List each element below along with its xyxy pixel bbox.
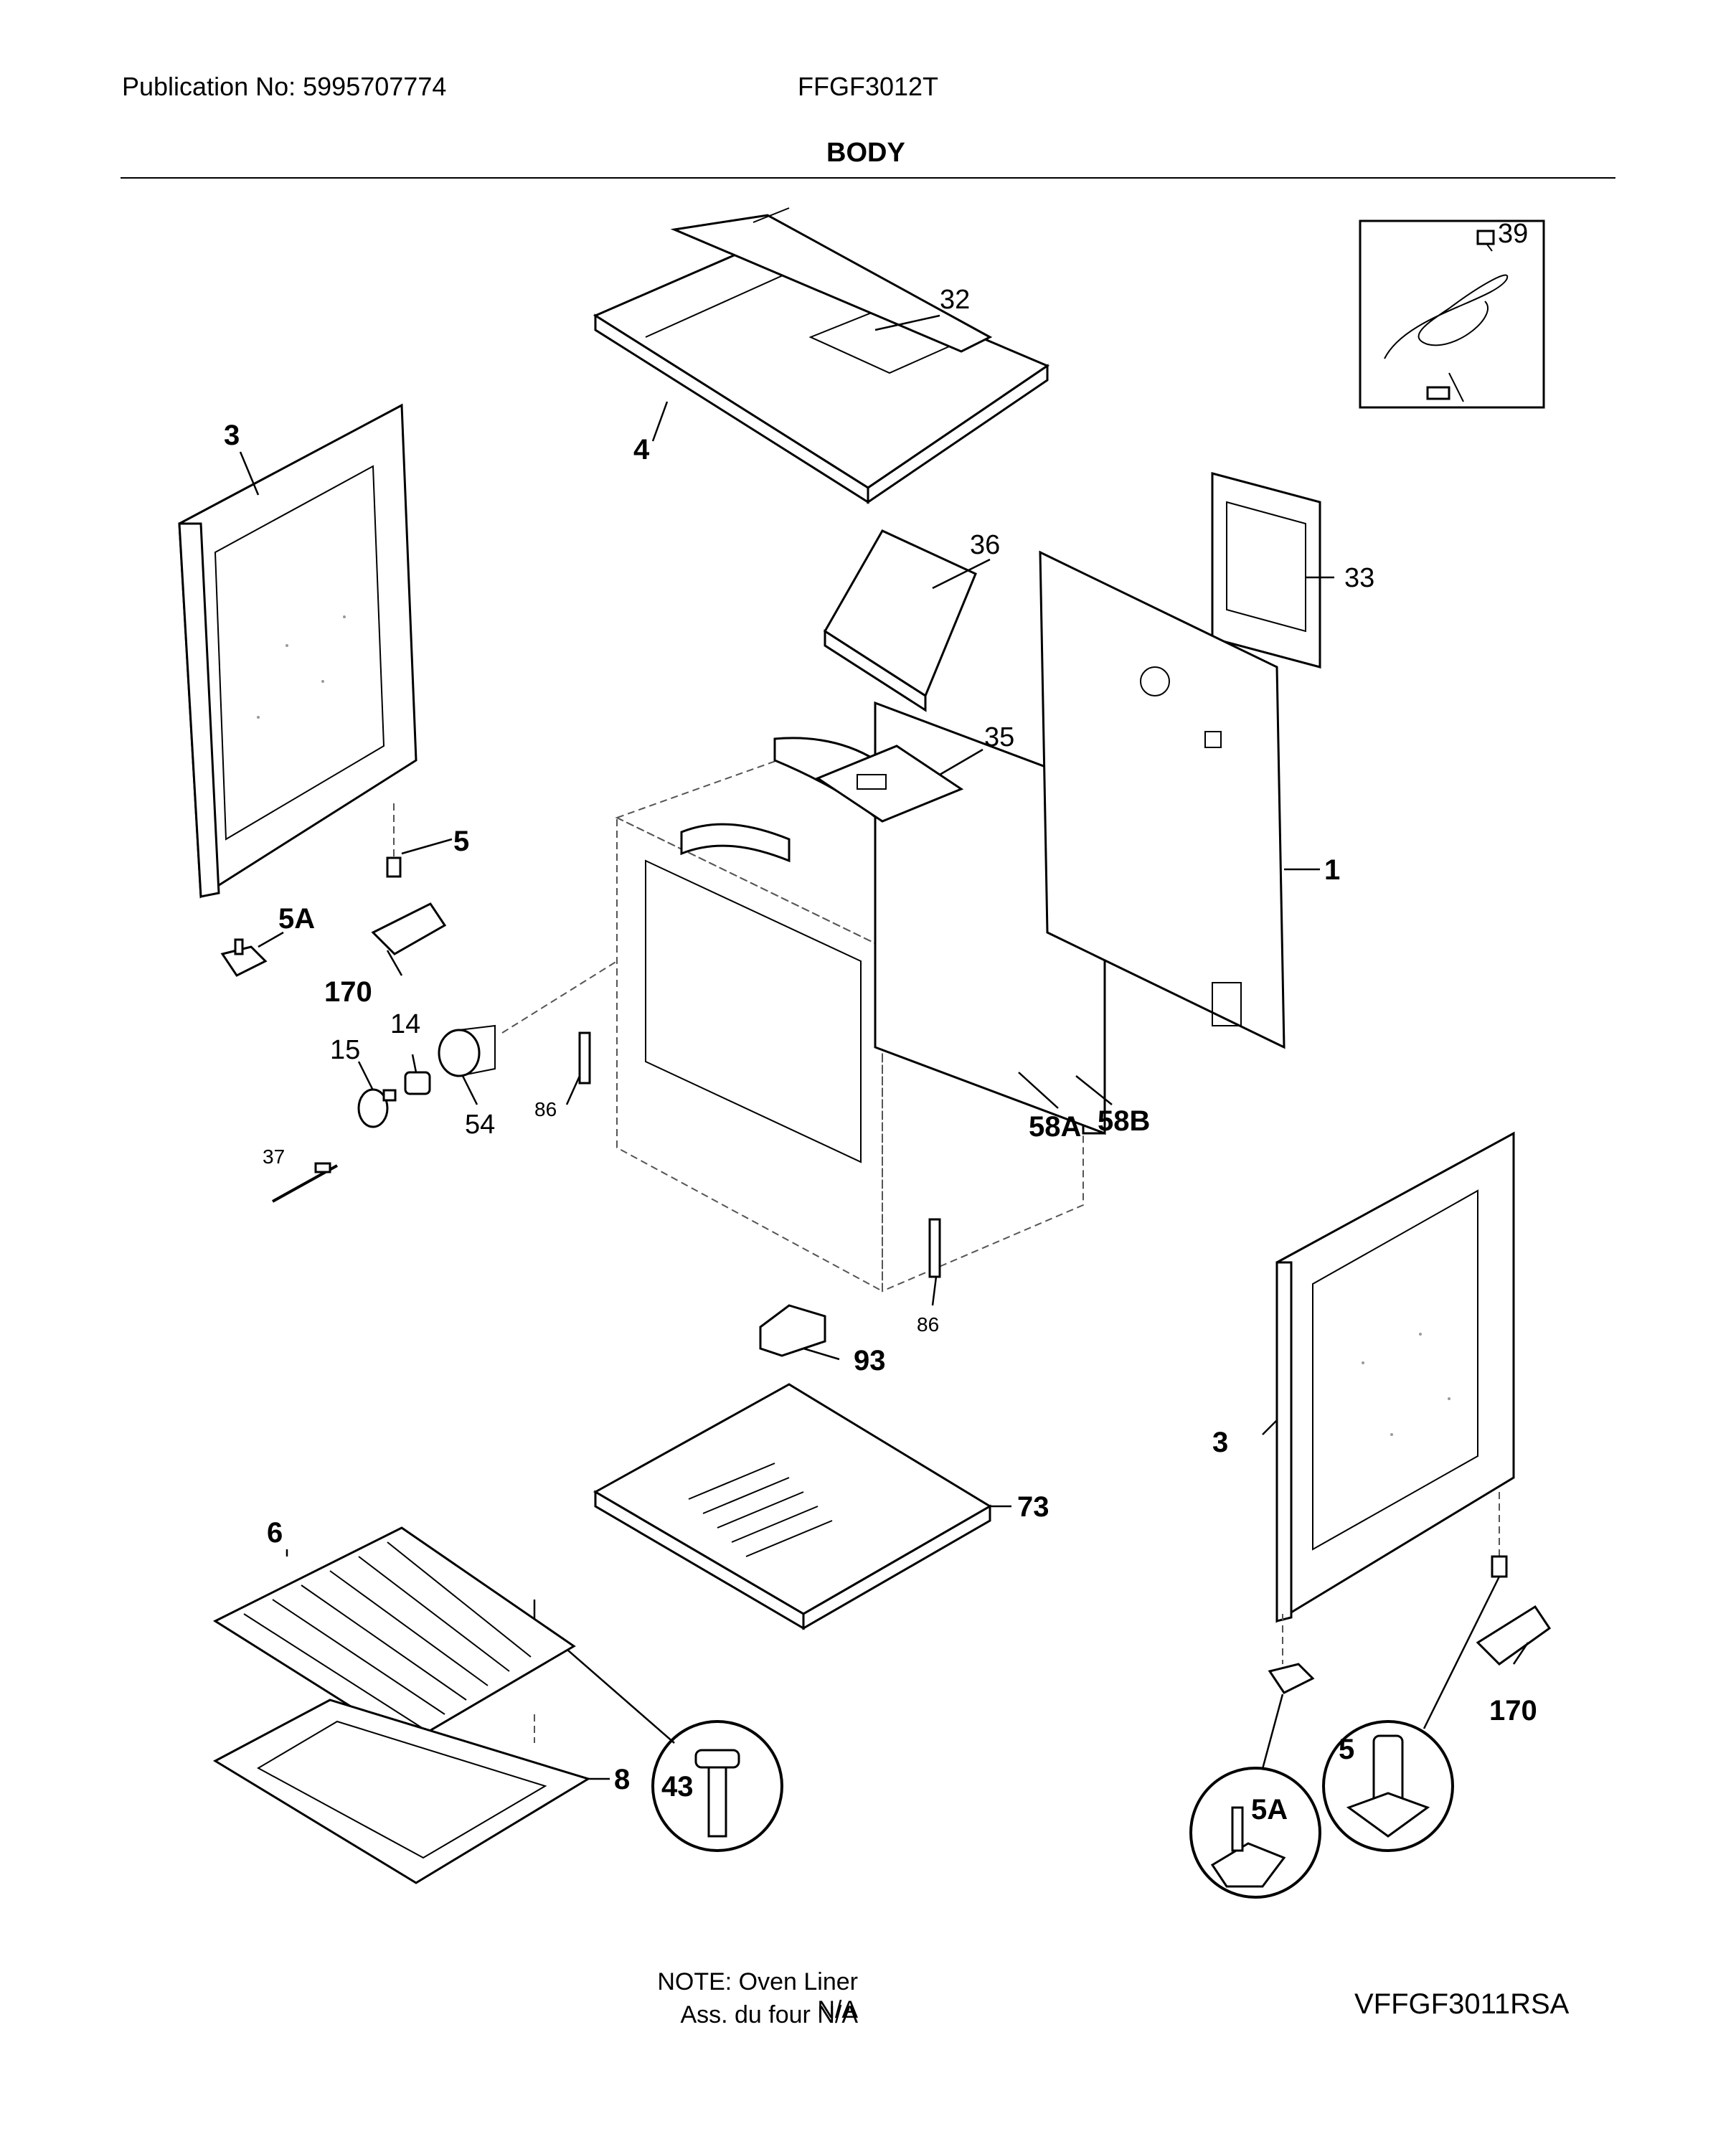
callout-36: 36 (970, 530, 1000, 560)
note-oven-liner-fr: Ass. du four N/A (680, 2001, 858, 2028)
part-5a-left-bracket (220, 938, 268, 977)
part-33-control-panel-rear (1211, 472, 1321, 669)
part-6-oven-rack (212, 1526, 576, 1744)
part-3-left-side-panel (178, 403, 418, 899)
light-assembly-guide-line (501, 960, 618, 1034)
part-93-burner-cap (759, 1304, 826, 1357)
part-58a-insulation (680, 823, 791, 863)
part-8-bottom-panel (212, 1699, 591, 1884)
callout-1: 1 (1324, 854, 1340, 886)
callout-8: 8 (614, 1764, 630, 1795)
callout-37: 37 (263, 1146, 285, 1168)
callout-39: 39 (1498, 219, 1528, 249)
callout-93: 93 (854, 1345, 886, 1376)
callout-5-left: 5 (453, 826, 469, 857)
part-5a-right-bracket (1268, 1663, 1315, 1694)
callout-86-top: 86 (534, 1098, 557, 1120)
part-1-back-panel (1039, 550, 1286, 1049)
detail-circle-5 (1322, 1576, 1501, 1852)
callout-54: 54 (465, 1110, 495, 1140)
callout-15: 15 (330, 1035, 360, 1065)
callout-3-right: 3 (1212, 1427, 1228, 1458)
section-title: BODY (826, 138, 905, 168)
part-86-bottom-clip (928, 1218, 941, 1278)
part-86-top-clip (578, 1031, 591, 1085)
drawing-code: VFFGF3011RSA (1354, 1988, 1570, 2020)
callout-14: 14 (390, 1009, 420, 1039)
part-5-right-leveler (1491, 1555, 1508, 1578)
callout-32: 32 (940, 285, 970, 315)
part-36-flue-duct (823, 529, 977, 712)
part-3-right-side-panel (1275, 1131, 1515, 1623)
part-170-left-bracket (371, 902, 447, 955)
callout-43: 43 (661, 1771, 694, 1803)
callout-5a-detail: 5A (1251, 1794, 1288, 1825)
callout-86-bottom: 86 (917, 1313, 939, 1336)
part-37-sensor (272, 1162, 338, 1203)
callout-58a: 58A (1029, 1111, 1081, 1143)
part-32-top-bracket (670, 207, 993, 353)
callout-58b: 58B (1098, 1105, 1150, 1137)
part-4-top-tray (593, 242, 1050, 504)
model-number: FFGF3012T (798, 72, 939, 101)
callout-170-right: 170 (1489, 1695, 1537, 1726)
part-14-socket (404, 1071, 431, 1095)
part-35-vent-plate (815, 745, 964, 823)
callout-5a-left: 5A (278, 903, 315, 935)
callout-3-left: 3 (224, 420, 240, 451)
callout-170-left: 170 (324, 976, 372, 1008)
callout-33: 33 (1344, 563, 1374, 593)
part-15-bulb (357, 1088, 397, 1128)
part-73-bottom-panel (593, 1383, 992, 1630)
part-5-left-leveler (386, 803, 402, 878)
part-54-lens (438, 1024, 496, 1077)
callout-35: 35 (984, 722, 1014, 752)
callout-4: 4 (633, 434, 650, 466)
part-39-power-cord (1359, 219, 1545, 409)
header-divider (121, 177, 1615, 179)
detail-circle-5a (1189, 1694, 1321, 1899)
callout-6: 6 (267, 1517, 283, 1549)
callout-leaders (239, 314, 1529, 1780)
detail-circle-43 (533, 1600, 783, 1852)
publication-number: Publication No: 5995707774 (122, 72, 447, 101)
part-170-right-bracket (1476, 1605, 1552, 1666)
callout-5-detail: 5 (1339, 1734, 1354, 1765)
callout-73: 73 (1017, 1491, 1049, 1523)
note-oven-liner: NOTE: Oven Liner N/A (657, 1968, 858, 2023)
